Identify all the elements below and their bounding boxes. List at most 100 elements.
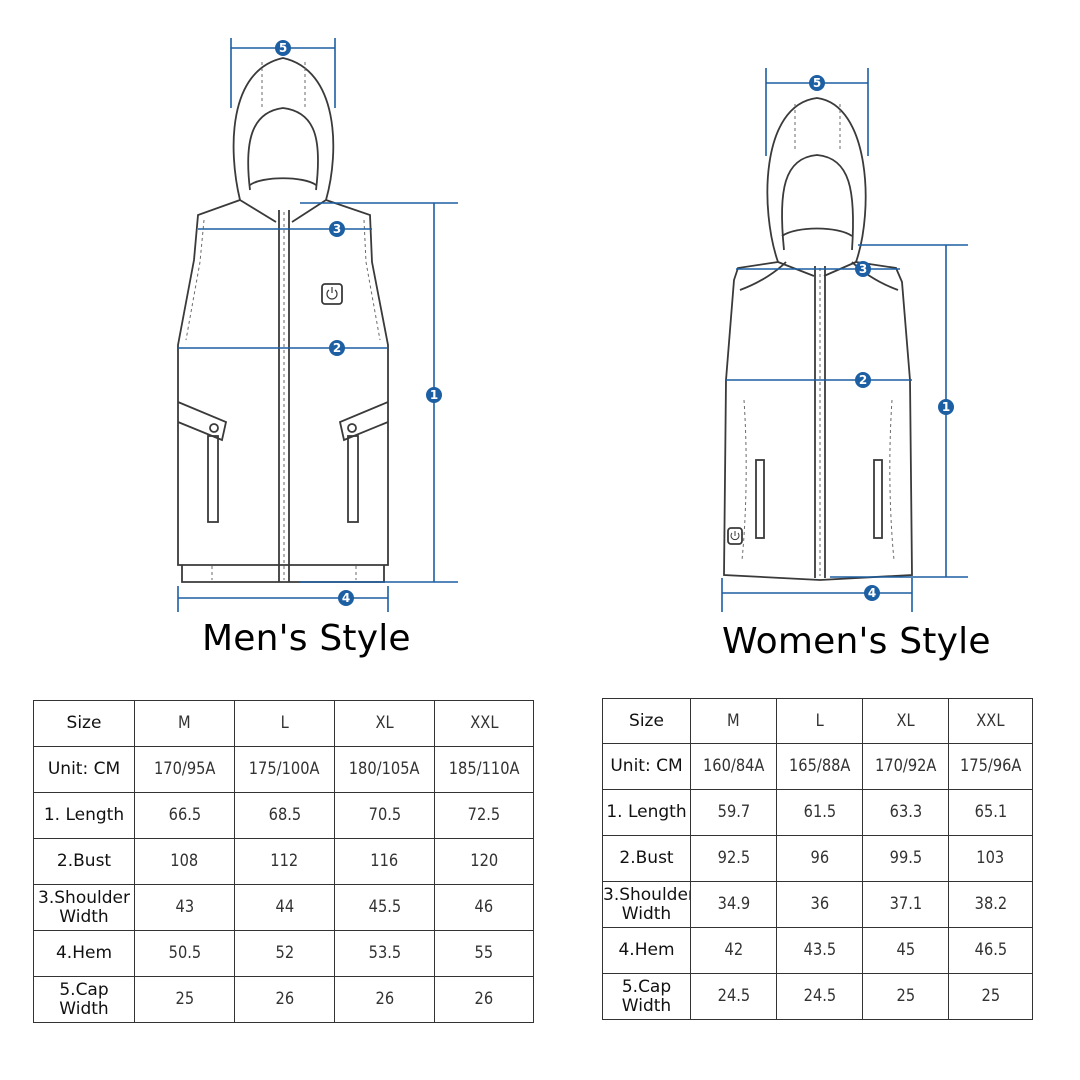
svg-text:3: 3 [859, 262, 867, 276]
womens-size-table: Size M L XL XXL Unit: CM 160/84A 165/88A… [602, 698, 1033, 1020]
table-cell: 45.5 [334, 884, 435, 931]
table-cell: 43 [134, 884, 235, 931]
table-cell: 25 [862, 973, 949, 1020]
table-cell: 103 [948, 835, 1033, 882]
table-header-row: Size M L XL XXL [602, 698, 1033, 744]
table-header-cell: XXL [434, 700, 534, 747]
table-header-cell: Size [602, 698, 691, 744]
table-cell: 26 [434, 976, 534, 1023]
svg-text:1: 1 [942, 400, 950, 414]
table-cell: 165/88A [776, 743, 863, 790]
table-cell: 59.7 [690, 789, 777, 836]
power-icon [727, 527, 743, 545]
row-label: Unit: CM [602, 743, 691, 790]
table-cell: 65.1 [948, 789, 1033, 836]
table-row: 2.Bust 108 112 116 120 [33, 838, 534, 885]
table-cell: 37.1 [862, 881, 949, 928]
svg-text:1: 1 [430, 388, 438, 402]
table-cell: 50.5 [134, 930, 235, 977]
table-header-cell: L [234, 700, 335, 747]
table-row: 4.Hem 50.5 52 53.5 55 [33, 930, 534, 977]
table-cell: 108 [134, 838, 235, 885]
row-label: 5.Cap Width [602, 973, 691, 1020]
table-row: 3.Shoulder Width 34.9 36 37.1 38.2 [602, 881, 1033, 928]
table-cell: 46 [434, 884, 534, 931]
table-cell: 53.5 [334, 930, 435, 977]
row-label: 4.Hem [33, 930, 135, 977]
table-row: 2.Bust 92.5 96 99.5 103 [602, 835, 1033, 882]
table-cell: 180/105A [334, 746, 435, 793]
table-cell: 99.5 [862, 835, 949, 882]
row-label: 4.Hem [602, 927, 691, 974]
table-cell: 25 [948, 973, 1033, 1020]
table-header-cell: M [134, 700, 235, 747]
table-header-cell: L [776, 698, 863, 744]
mens-style-title: Men's Style [202, 618, 411, 659]
table-cell: 25 [134, 976, 235, 1023]
table-cell: 44 [234, 884, 335, 931]
vest-diagrams: 5 3 2 1 4 [177, 38, 968, 612]
table-cell: 24.5 [690, 973, 777, 1020]
table-row: 1. Length 59.7 61.5 63.3 65.1 [602, 789, 1033, 836]
table-cell: 120 [434, 838, 534, 885]
table-cell: 55 [434, 930, 534, 977]
table-cell: 42 [690, 927, 777, 974]
row-label: 2.Bust [602, 835, 691, 882]
svg-text:5: 5 [813, 76, 821, 90]
womens-vest-illustration: 5 3 2 1 4 [721, 68, 968, 612]
mens-vest-illustration: 5 3 2 1 4 [177, 38, 458, 612]
table-cell: 43.5 [776, 927, 863, 974]
table-header-row: Size M L XL XXL [33, 700, 534, 747]
table-cell: 63.3 [862, 789, 949, 836]
table-header-cell: XL [862, 698, 949, 744]
svg-text:4: 4 [868, 586, 876, 600]
table-cell: 26 [234, 976, 335, 1023]
table-cell: 70.5 [334, 792, 435, 839]
table-cell: 45 [862, 927, 949, 974]
table-cell: 26 [334, 976, 435, 1023]
row-label: 2.Bust [33, 838, 135, 885]
table-cell: 170/95A [134, 746, 235, 793]
table-cell: 72.5 [434, 792, 534, 839]
womens-style-title: Women's Style [722, 621, 991, 662]
table-cell: 170/92A [862, 743, 949, 790]
row-label: 1. Length [602, 789, 691, 836]
table-cell: 175/96A [948, 743, 1033, 790]
table-cell: 52 [234, 930, 335, 977]
table-cell: 112 [234, 838, 335, 885]
row-label: Unit: CM [33, 746, 135, 793]
row-label: 5.Cap Width [33, 976, 135, 1023]
table-row: 5.Cap Width 24.5 24.5 25 25 [602, 973, 1033, 1020]
table-cell: 66.5 [134, 792, 235, 839]
power-icon [321, 283, 343, 305]
table-header-cell: Size [33, 700, 135, 747]
table-row: Unit: CM 170/95A 175/100A 180/105A 185/1… [33, 746, 534, 793]
table-cell: 160/84A [690, 743, 777, 790]
row-label: 3.Shoulder Width [33, 884, 135, 931]
table-row: 4.Hem 42 43.5 45 46.5 [602, 927, 1033, 974]
table-cell: 38.2 [948, 881, 1033, 928]
table-row: 5.Cap Width 25 26 26 26 [33, 976, 534, 1023]
table-cell: 34.9 [690, 881, 777, 928]
table-cell: 46.5 [948, 927, 1033, 974]
svg-text:5: 5 [279, 41, 287, 55]
table-header-cell: XL [334, 700, 435, 747]
table-header-cell: M [690, 698, 777, 744]
table-cell: 96 [776, 835, 863, 882]
table-cell: 68.5 [234, 792, 335, 839]
mens-size-table: Size M L XL XXL Unit: CM 170/95A 175/100… [33, 700, 534, 1023]
table-cell: 185/110A [434, 746, 534, 793]
table-cell: 24.5 [776, 973, 863, 1020]
table-row: Unit: CM 160/84A 165/88A 170/92A 175/96A [602, 743, 1033, 790]
svg-text:2: 2 [333, 341, 341, 355]
table-cell: 92.5 [690, 835, 777, 882]
table-header-cell: XXL [948, 698, 1033, 744]
svg-text:4: 4 [342, 591, 350, 605]
table-row: 3.Shoulder Width 43 44 45.5 46 [33, 884, 534, 931]
row-label: 1. Length [33, 792, 135, 839]
table-cell: 175/100A [234, 746, 335, 793]
table-cell: 61.5 [776, 789, 863, 836]
row-label: 3.Shoulder Width [602, 881, 691, 928]
table-cell: 36 [776, 881, 863, 928]
svg-text:2: 2 [859, 373, 867, 387]
